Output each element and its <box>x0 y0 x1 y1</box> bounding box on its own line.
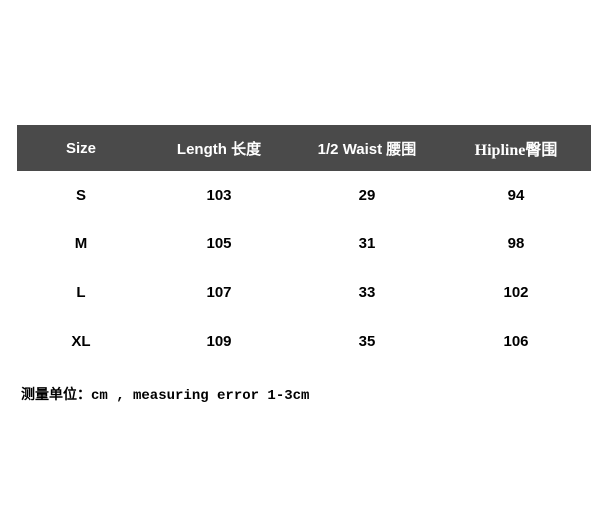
cell-length: 109 <box>206 333 232 350</box>
size-chart-table: Size Length 长度 1/2 Waist 腰围 Hipline臀围 S … <box>17 125 591 366</box>
cell-half-waist: 35 <box>358 333 376 350</box>
header-row: Size Length 长度 1/2 Waist 腰围 Hipline臀围 <box>17 125 591 171</box>
header-length: Length 长度 <box>176 140 262 158</box>
cell-half-waist: 29 <box>358 186 376 204</box>
cell-size: M <box>74 235 88 252</box>
cell-hipline: 94 <box>507 186 525 204</box>
cell-size: L <box>76 284 86 301</box>
table-row: XL 109 35 106 <box>17 317 591 366</box>
cell-half-waist: 33 <box>358 284 376 301</box>
cell-length: 107 <box>206 284 232 301</box>
cell-half-waist: 31 <box>358 235 376 252</box>
cell-length: 105 <box>206 235 232 252</box>
cell-hipline: 98 <box>507 235 525 252</box>
table-body: S 103 29 94 M 105 31 98 L 107 33 102 XL … <box>17 171 591 366</box>
cell-hipline: 102 <box>503 284 529 301</box>
header-hipline: Hipline臀围 <box>474 142 558 159</box>
cell-size: S <box>75 186 86 204</box>
table-row: S 103 29 94 <box>17 171 591 219</box>
cell-size: XL <box>71 333 91 350</box>
measurement-note: 测量单位：cm , measuring error 1-3cm <box>21 388 310 404</box>
header-half-waist: 1/2 Waist 腰围 <box>317 140 417 158</box>
cell-length: 103 <box>206 186 232 204</box>
header-size: Size <box>65 139 96 157</box>
cell-hipline: 106 <box>503 333 529 350</box>
table-header: Size Length 长度 1/2 Waist 腰围 Hipline臀围 <box>17 125 591 171</box>
table-row: M 105 31 98 <box>17 219 591 268</box>
table-row: L 107 33 102 <box>17 268 591 317</box>
